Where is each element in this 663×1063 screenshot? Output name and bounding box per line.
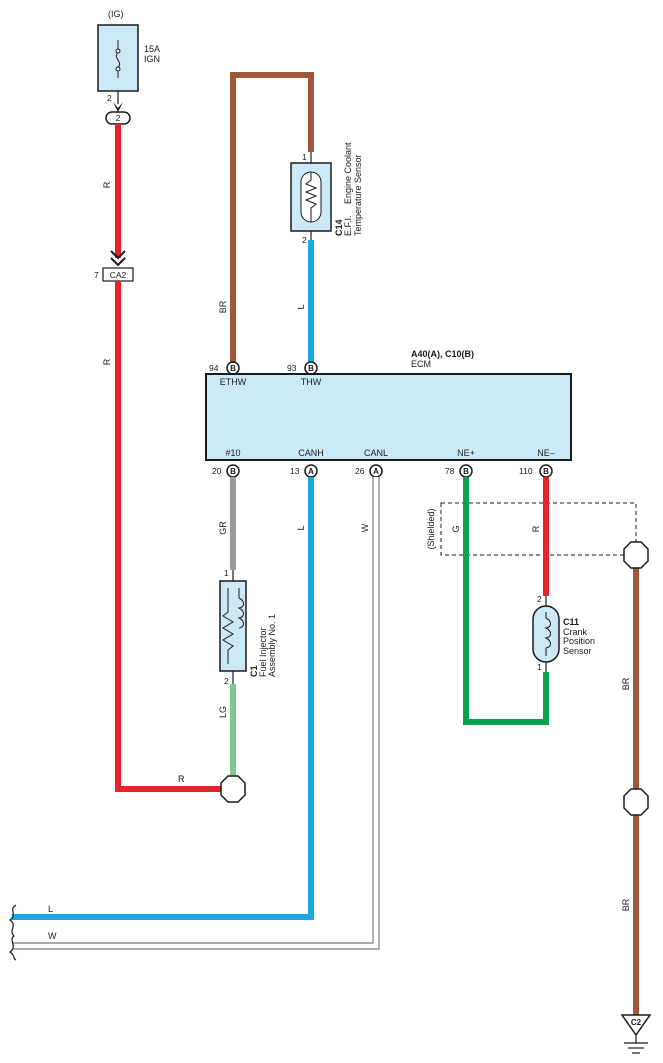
c1-coil-icon [237, 597, 244, 629]
wire-label-br-r1: BR [621, 677, 631, 690]
wire-label-l-bottom: L [48, 904, 53, 914]
ecm-pin-26-number: 26 [355, 466, 365, 476]
fuse-box [97, 24, 139, 92]
ecm-pin-13-letter: A [308, 467, 314, 476]
c11-coil-icon [544, 612, 551, 656]
wire-label-l1: L [296, 304, 306, 309]
fuse-connector-chevron-icon [113, 102, 123, 112]
ca2-chevron-icon [110, 250, 126, 267]
wire-label-r3: R [178, 774, 185, 784]
wire-r-ca2-to-splice [115, 281, 222, 792]
c14-id: C14 [334, 219, 344, 236]
fuse-terminal-bottom [115, 66, 121, 72]
ecm-terminal-ne-plus: NE+ [457, 448, 475, 458]
ecm-pin-110-letter: B [543, 467, 549, 476]
c11-name-line3: Sensor [563, 646, 592, 656]
splice-shield-junction [623, 541, 649, 569]
wire-label-w-bottom: W [48, 931, 57, 941]
shield-dashed-box [440, 502, 637, 556]
c11-name-line1: Crank [563, 627, 588, 637]
ecm-terminal-ne-minus: NE– [537, 448, 555, 458]
ecm-pin-78-letter: B [463, 467, 469, 476]
ecm-pin-110-number: 110 [519, 466, 533, 476]
ecm-terminal-thw: THW [301, 377, 322, 387]
wire-label-g-ne: G [451, 525, 461, 532]
fuse-element-icon [115, 52, 121, 68]
fuse-pin-number: 2 [107, 93, 112, 103]
c14-prefix: E.F.I. [343, 215, 353, 236]
c14-name-line2: Temperature Sensor [353, 154, 363, 236]
ecm-pin-78-number: 78 [445, 466, 455, 476]
wire-l-canh [12, 477, 314, 920]
ground-c2-triangle [620, 1014, 652, 1037]
wire-label-lg: LG [218, 706, 228, 718]
wire-label-gr: GR [218, 521, 228, 535]
fuse-terminal-top [115, 48, 121, 54]
ecm-pin-13-number: 13 [290, 466, 300, 476]
wire-label-br1: BR [218, 300, 228, 313]
wire-w-canl-fill [12, 477, 379, 949]
wire-label-r-ne: R [531, 525, 541, 532]
splice-br-junction [623, 788, 649, 816]
ecm-pin-26-letter: A [373, 467, 379, 476]
ecm-pin-93-number: 93 [287, 363, 297, 373]
c1-pin-bottom: 2 [224, 676, 229, 686]
wire-label-r1: R [102, 181, 112, 188]
fuse-name: IGN [144, 54, 160, 64]
c1-resistor-icon [222, 588, 234, 664]
wire-label-r2: R [102, 358, 112, 365]
c1-injector-box [219, 580, 247, 672]
c14-pin-bottom: 2 [302, 235, 307, 245]
ecm-terminal-canh: CANH [298, 448, 324, 458]
c14-pin-top: 1 [302, 152, 307, 162]
ecm-name: ECM [411, 359, 431, 369]
ecm-pin-93-letter: B [308, 364, 314, 373]
fuse-connector-number: 2 [116, 113, 121, 123]
fuse-supply-label: (IG) [108, 9, 124, 19]
c11-pin-top: 2 [537, 594, 542, 604]
ecm-header: A40(A), C10(B) [411, 349, 474, 359]
wire-g-ne-plus [463, 477, 549, 725]
c14-thermistor-icon [304, 172, 318, 222]
ecm-pin-94-number: 94 [209, 363, 219, 373]
wire-break-symbol-icon [8, 904, 17, 961]
c1-id: C1 [249, 665, 259, 677]
ground-c2-label: C2 [631, 1018, 642, 1027]
ecm-terminal-canl: CANL [364, 448, 388, 458]
c1-name-line1: Fuel Injector [258, 627, 268, 677]
splice-injector-junction [220, 775, 246, 803]
ecm-terminal-10: #10 [225, 448, 240, 458]
c1-pin-top: 1 [224, 568, 229, 578]
fuse-rating: 15A [144, 44, 160, 54]
ca2-pin-number: 7 [94, 270, 99, 280]
wire-label-br-r2: BR [621, 898, 631, 911]
ecm-pin-94-letter: B [230, 364, 236, 373]
ecm-pin-20-letter: B [230, 467, 236, 476]
c1-name-line2: Assembly No. 1 [267, 614, 277, 677]
c11-name-line2: Position [563, 636, 595, 646]
c14-name-line1: Engine Coolant [343, 142, 353, 204]
wire-w-canl [12, 477, 380, 950]
c11-id: C11 [563, 617, 579, 627]
ca2-connector-name: CA2 [110, 270, 127, 280]
shield-label: (Shielded) [426, 508, 436, 549]
c11-pin-bottom: 1 [537, 662, 542, 672]
wire-label-w-canl: W [360, 523, 370, 532]
ecm-box [205, 373, 572, 461]
wire-label-l-canh: L [296, 525, 306, 530]
wire-br-sensor-loop [230, 72, 314, 362]
ecm-terminal-ethw: ETHW [220, 377, 247, 387]
ecm-pin-20-number: 20 [212, 466, 222, 476]
